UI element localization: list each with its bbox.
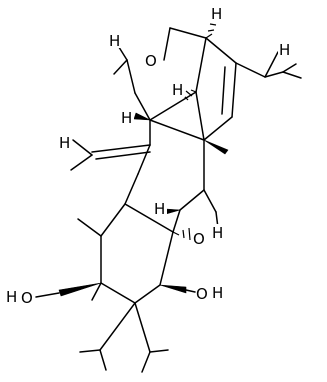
atom-h-exo: H: [59, 134, 70, 152]
bond: [205, 37, 237, 64]
atom-h-left: H: [6, 288, 17, 306]
bond: [159, 231, 174, 286]
bond: [195, 91, 205, 141]
bond: [231, 62, 237, 118]
atom-h-b: H: [109, 32, 120, 50]
bond: [91, 282, 102, 301]
bond: [126, 59, 136, 94]
atom-h-right: H: [212, 284, 223, 302]
bond: [100, 282, 136, 304]
bond: [137, 144, 151, 175]
bond: [134, 302, 151, 353]
bond: [169, 27, 207, 39]
wedge: [58, 282, 102, 297]
bond: [195, 37, 207, 93]
bond: [282, 71, 302, 79]
atom-h-ring: H: [279, 41, 290, 59]
bond: [124, 203, 174, 233]
hash: [190, 89, 197, 93]
hash: [185, 90, 193, 97]
bond: [134, 284, 161, 304]
wedge: [133, 112, 151, 121]
bond: [113, 59, 128, 75]
bond: [95, 151, 151, 160]
bond: [91, 144, 151, 153]
bond: [100, 203, 126, 237]
hash: [207, 29, 215, 32]
bond: [79, 349, 101, 353]
hash: [182, 229, 185, 239]
atom-o-left: O: [21, 289, 33, 307]
bond: [179, 189, 205, 211]
bond: [235, 62, 266, 78]
hash: [172, 231, 180, 236]
bond: [163, 27, 171, 61]
bond: [77, 218, 102, 237]
atom-h-bridgehead: H: [172, 81, 183, 99]
bond: [203, 116, 233, 141]
bond: [149, 119, 205, 141]
hash: [188, 227, 191, 241]
bond: [134, 92, 151, 121]
bond: [72, 139, 93, 156]
bond: [264, 51, 279, 78]
bond: [149, 349, 169, 353]
hashed-bonds: [172, 23, 217, 241]
bond: [264, 71, 284, 78]
bond: [185, 289, 196, 293]
wedge-bonds: [58, 112, 229, 297]
atom-h-top: H: [211, 5, 222, 23]
bond: [99, 302, 136, 351]
bond: [99, 349, 107, 371]
bond: [282, 63, 297, 73]
bond: [221, 66, 226, 115]
hash: [205, 33, 213, 39]
atom-h-ring-low: H: [154, 200, 165, 218]
atom-o-mid: O: [193, 230, 205, 248]
wedge: [159, 284, 187, 294]
hash: [209, 23, 217, 26]
bond: [35, 292, 60, 298]
bond: [203, 189, 217, 213]
bond-network: [70, 27, 302, 373]
bond: [172, 209, 181, 233]
wedge: [165, 208, 181, 215]
bond: [70, 154, 93, 171]
atom-h-ring-junction: H: [121, 109, 132, 127]
atom-h-mid: H: [212, 224, 223, 242]
bond: [141, 351, 151, 373]
wedge: [203, 139, 229, 155]
atom-labels: H O H H H H H O H H H O O H: [5, 5, 292, 307]
bond: [124, 173, 139, 205]
bond: [149, 91, 197, 121]
atom-o-right: O: [196, 285, 208, 303]
atom-o-top: O: [145, 52, 157, 70]
